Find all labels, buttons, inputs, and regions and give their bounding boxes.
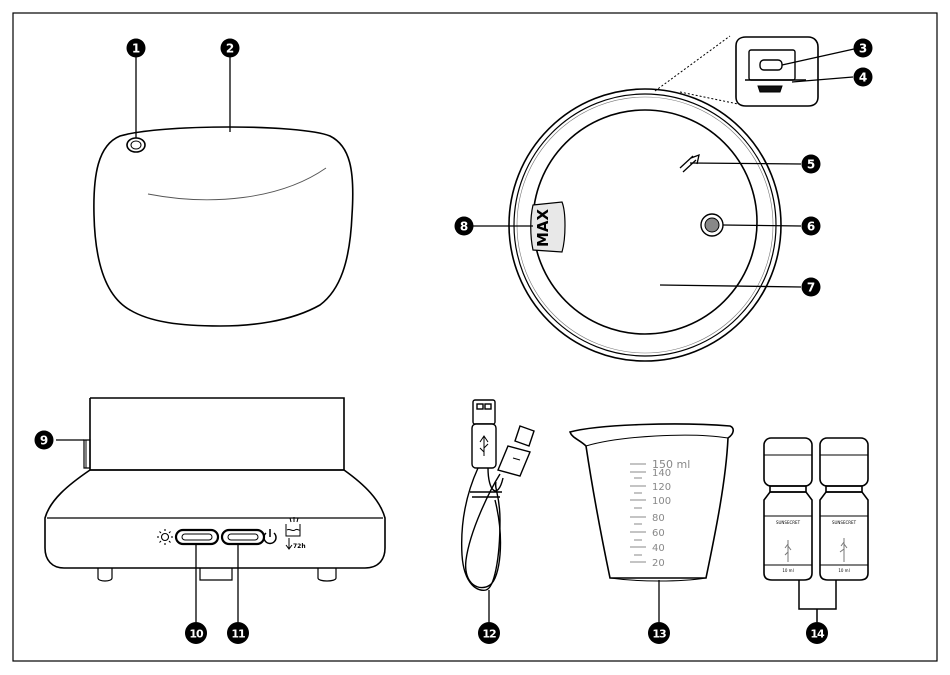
callout-8: 8 <box>455 217 474 236</box>
oil-bottles <box>764 438 868 622</box>
max-marking: MAX <box>534 209 552 248</box>
light-icon <box>157 529 173 545</box>
callout-3: 3 <box>854 39 873 58</box>
callout-1-number: 1 <box>132 42 140 56</box>
power-icon <box>264 529 276 543</box>
callout-9: 9 <box>35 431 54 450</box>
callout-13: 13 <box>648 622 670 644</box>
cup-tick-20: 20 <box>652 558 665 569</box>
callout-9-number: 9 <box>40 434 48 448</box>
callout-14-number: 14 <box>810 628 825 641</box>
cup-tick-80: 80 <box>652 513 665 524</box>
diffuser-side-view <box>94 57 353 326</box>
callout-8-number: 8 <box>460 220 468 234</box>
cup-tick-120: 120 <box>652 482 671 493</box>
cup-tick-100: 100 <box>652 496 671 507</box>
callout-7-number: 7 <box>807 281 815 295</box>
callout-14: 14 <box>806 622 828 644</box>
callout-11: 11 <box>227 622 249 644</box>
callout-4: 4 <box>854 68 873 87</box>
callout-12-number: 12 <box>482 628 496 641</box>
timer-label: 72h <box>293 543 306 550</box>
callout-11-number: 11 <box>231 628 245 641</box>
cup-tick-labels: 150 ml 140 120 100 80 60 40 20 <box>652 458 690 569</box>
button-hole <box>127 138 145 152</box>
callout-4-number: 4 <box>859 71 867 85</box>
bottle-1-volume: 10 ml <box>782 568 793 573</box>
callout-5: 5 <box>802 155 821 174</box>
callout-1: 1 <box>127 39 146 58</box>
callout-10: 10 <box>185 622 207 644</box>
bottle-2-volume: 10 ml <box>838 568 849 573</box>
cup-tick-140: 140 <box>652 468 671 479</box>
cup-tick-40: 40 <box>652 543 665 554</box>
callout-6: 6 <box>802 217 821 236</box>
diffuser-base-front <box>45 398 385 622</box>
diffuser-top-view <box>472 36 854 361</box>
callout-10-number: 10 <box>189 628 204 641</box>
callout-12: 12 <box>478 622 500 644</box>
callout-7: 7 <box>802 278 821 297</box>
frame-border <box>13 13 937 661</box>
callout-6-number: 6 <box>807 220 815 234</box>
cup-scale <box>630 464 646 562</box>
callout-2: 2 <box>221 39 240 58</box>
usb-cable <box>462 400 534 622</box>
callout-13-number: 13 <box>652 628 666 641</box>
bottle-1-brand: SUNSECRET <box>776 520 801 525</box>
bottle-2-brand: SUNSECRET <box>832 520 857 525</box>
cup-tick-60: 60 <box>652 528 665 539</box>
callout-5-number: 5 <box>807 158 815 172</box>
callout-3-number: 3 <box>859 42 867 56</box>
callout-2-number: 2 <box>226 42 234 56</box>
